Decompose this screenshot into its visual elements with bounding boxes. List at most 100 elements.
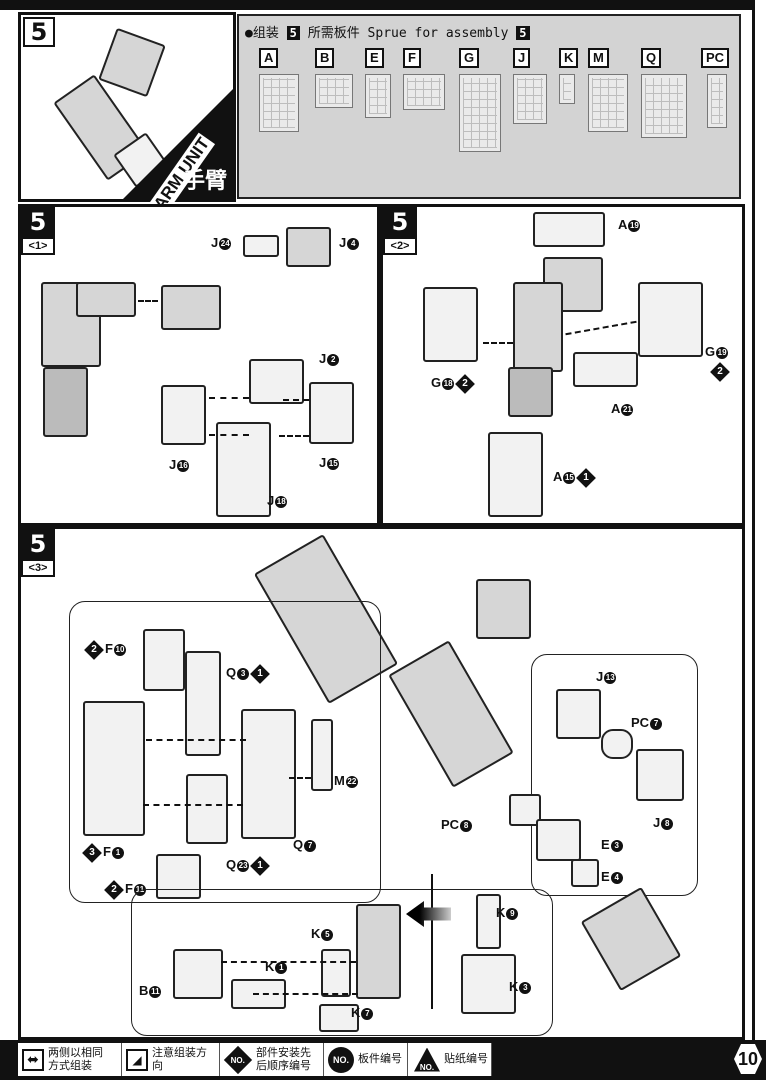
assembly-arrow bbox=[143, 804, 243, 806]
part-k3 bbox=[461, 954, 516, 1014]
sticker-triangle-icon: NO. bbox=[414, 1047, 440, 1072]
sprue-label-g: G bbox=[459, 48, 480, 68]
substep-label: <1> bbox=[21, 237, 55, 255]
part-a19 bbox=[533, 212, 605, 247]
step-number: 5 bbox=[21, 207, 55, 237]
sprue-label-e: E bbox=[365, 48, 384, 68]
legend-item-both-sides: ⬌ 两侧以相同方式组装 bbox=[18, 1043, 122, 1076]
header-panel: 5 ARM UNIT 手臂 bbox=[18, 12, 236, 216]
arm-core-body bbox=[513, 282, 563, 372]
both-sides-icon: ⬌ bbox=[22, 1048, 44, 1071]
assembly-arrow bbox=[209, 434, 249, 436]
assembly-arrow bbox=[138, 300, 158, 302]
part-q23 bbox=[186, 774, 228, 844]
part-j24 bbox=[243, 235, 279, 257]
substep-label: <3> bbox=[21, 559, 55, 577]
sprue-label-q: Q bbox=[641, 48, 662, 68]
assembly-arrow bbox=[221, 961, 356, 963]
sprue-label-a: A bbox=[259, 48, 279, 68]
sprue-k-image bbox=[559, 74, 575, 104]
step-number: 5 bbox=[383, 207, 417, 237]
hand-frame bbox=[356, 904, 401, 999]
hand-divider bbox=[431, 874, 433, 1009]
part-k1 bbox=[231, 979, 286, 1009]
substep-label: <2> bbox=[383, 237, 417, 255]
sprue-j-image bbox=[513, 74, 547, 124]
part-pc8 bbox=[509, 794, 541, 826]
part-b11 bbox=[173, 949, 223, 999]
sprue-panel: ●组装 5 所需板件 Sprue for assembly 5 A B E F … bbox=[237, 14, 741, 199]
sprue-e-image bbox=[365, 74, 391, 118]
assembly-arrow bbox=[565, 320, 637, 336]
sprue-m-image bbox=[588, 74, 628, 132]
legend-item-direction: ◢ 注意组装方向 bbox=[122, 1043, 220, 1076]
part-j13 bbox=[556, 689, 601, 739]
elbow-joint-part bbox=[161, 285, 221, 330]
part-f11 bbox=[156, 854, 201, 899]
sprue-q-image bbox=[641, 74, 687, 138]
part-j15 bbox=[309, 382, 354, 444]
upper-joint-part bbox=[476, 579, 531, 639]
sprue-g-image bbox=[459, 74, 501, 152]
step-number: 5 bbox=[23, 17, 55, 47]
part-k5 bbox=[321, 949, 351, 997]
direction-icon: ◢ bbox=[126, 1048, 148, 1071]
part-e4 bbox=[571, 859, 599, 887]
arm-top-part bbox=[76, 282, 136, 317]
part-k7 bbox=[319, 1004, 359, 1032]
callout-hand-assembly bbox=[131, 889, 553, 1036]
title-cn: 手臂 bbox=[182, 168, 227, 193]
part-q7 bbox=[241, 709, 296, 839]
part-a15 bbox=[488, 432, 543, 517]
part-g19 bbox=[638, 282, 703, 357]
legend-item-order: NO. 部件安装先后顺序编号 bbox=[220, 1043, 324, 1076]
part-a21 bbox=[573, 352, 638, 387]
part-e3 bbox=[536, 819, 581, 861]
sprue-label-k: K bbox=[559, 48, 579, 68]
assembly-arrow bbox=[283, 399, 309, 401]
sprue-a-image bbox=[259, 74, 299, 132]
step-number: 5 bbox=[21, 529, 55, 559]
part-g18 bbox=[423, 287, 478, 362]
legend-item-sprue-number: NO. 板件编号 bbox=[324, 1043, 408, 1076]
sprue-label-f: F bbox=[403, 48, 421, 68]
top-border bbox=[0, 0, 766, 10]
part-j18 bbox=[216, 422, 271, 517]
callout-elbow-joint bbox=[531, 654, 698, 896]
assembly-arrow bbox=[483, 342, 513, 344]
order-badge-g19: 2 bbox=[709, 361, 731, 382]
part-q3 bbox=[185, 651, 221, 756]
sprue-circle-icon: NO. bbox=[328, 1046, 354, 1073]
hand-assembly bbox=[580, 886, 682, 992]
assembly-arrow bbox=[289, 777, 311, 779]
part-f10 bbox=[143, 629, 185, 691]
assembly-arrow bbox=[279, 435, 309, 437]
part-j8 bbox=[636, 749, 684, 801]
part-f1 bbox=[83, 701, 145, 836]
order-diamond-icon: NO. bbox=[223, 1045, 253, 1074]
part-j16 bbox=[161, 385, 206, 445]
part-m22 bbox=[311, 719, 333, 791]
